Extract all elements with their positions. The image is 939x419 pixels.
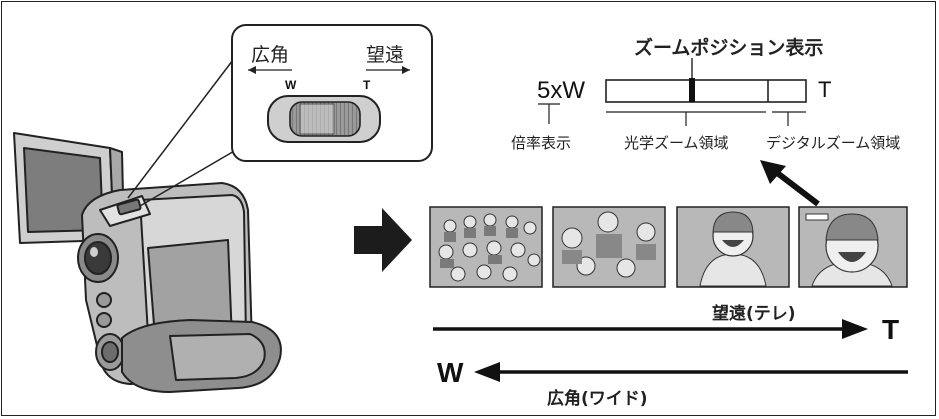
lever-tele-label: 望遠 bbox=[366, 44, 405, 66]
zoom-bar-tele-mark: T bbox=[818, 77, 832, 102]
digital-pointer bbox=[760, 160, 820, 207]
callout-lines bbox=[127, 55, 237, 207]
tele-arrow bbox=[433, 319, 868, 339]
optical-zoom-caption: 光学ズーム領域 bbox=[624, 134, 729, 152]
zoom-position-bar bbox=[538, 58, 807, 126]
right-arrow-icon bbox=[354, 208, 412, 272]
wide-arrow-mark: W bbox=[437, 357, 464, 388]
camcorder-illustration bbox=[13, 132, 282, 393]
scene-thumbnail bbox=[429, 206, 908, 288]
ratio-caption: 倍率表示 bbox=[511, 134, 572, 152]
digital-zoom-caption: デジタルズーム領域 bbox=[766, 134, 901, 152]
wide-arrow bbox=[474, 362, 908, 382]
zoom-position-title: ズームポジション表示 bbox=[634, 37, 824, 59]
lever-w-mark: W bbox=[285, 78, 297, 92]
zoom-lever-icon bbox=[231, 24, 433, 162]
tele-arrow-label: 望遠(テレ) bbox=[712, 304, 796, 324]
wide-arrow-label: 広角(ワイド) bbox=[547, 389, 648, 409]
tele-arrow-mark: T bbox=[882, 314, 900, 345]
lever-t-mark: T bbox=[363, 78, 371, 92]
zoom-ratio: 5xW bbox=[537, 77, 585, 104]
lever-wide-label: 広角 bbox=[251, 44, 290, 66]
